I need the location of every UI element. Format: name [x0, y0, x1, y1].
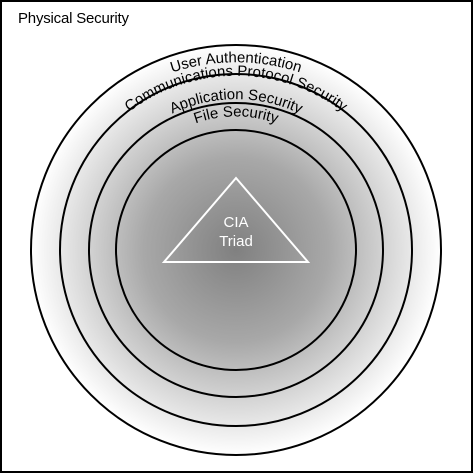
physical-security-label: Physical Security — [18, 10, 129, 27]
ring-application-security — [88, 102, 384, 398]
ring-communications-protocol-security — [59, 73, 413, 427]
cia-triad-triangle — [161, 176, 311, 263]
ring-file-security — [115, 129, 357, 371]
ring-user-authentication — [30, 44, 442, 456]
cia-label: CIA — [223, 214, 248, 231]
triad-label: Triad — [219, 233, 253, 250]
